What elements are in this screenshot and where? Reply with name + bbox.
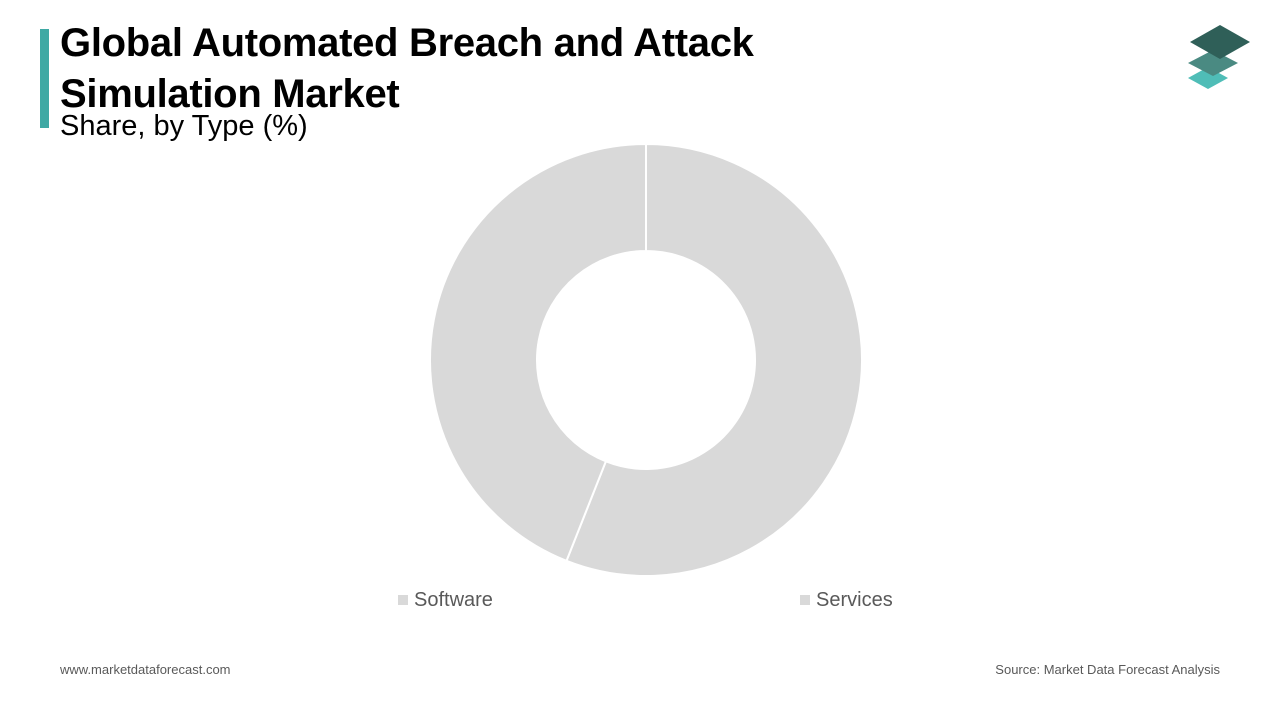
- brand-logo-icon: [1188, 25, 1250, 89]
- footer-source: Source: Market Data Forecast Analysis: [995, 662, 1220, 677]
- donut-slice-software: [565, 142, 863, 577]
- title-accent-bar: [40, 29, 49, 128]
- legend-label-services: Services: [816, 588, 893, 611]
- donut-slice-services: [429, 142, 647, 563]
- legend-item-software: Software: [398, 587, 493, 613]
- chart-title: Global Automated Breach and Attack Simul…: [60, 21, 754, 116]
- legend-swatch-services: [800, 595, 810, 605]
- footer-website: www.marketdataforecast.com: [60, 662, 231, 677]
- legend-label-software: Software: [414, 588, 493, 611]
- legend-item-services: Services: [800, 587, 893, 613]
- logo-layer-top: [1190, 25, 1250, 59]
- legend-swatch-software: [398, 595, 408, 605]
- chart-subtitle: Share, by Type (%): [60, 110, 308, 142]
- logo-layer-middle: [1188, 50, 1238, 76]
